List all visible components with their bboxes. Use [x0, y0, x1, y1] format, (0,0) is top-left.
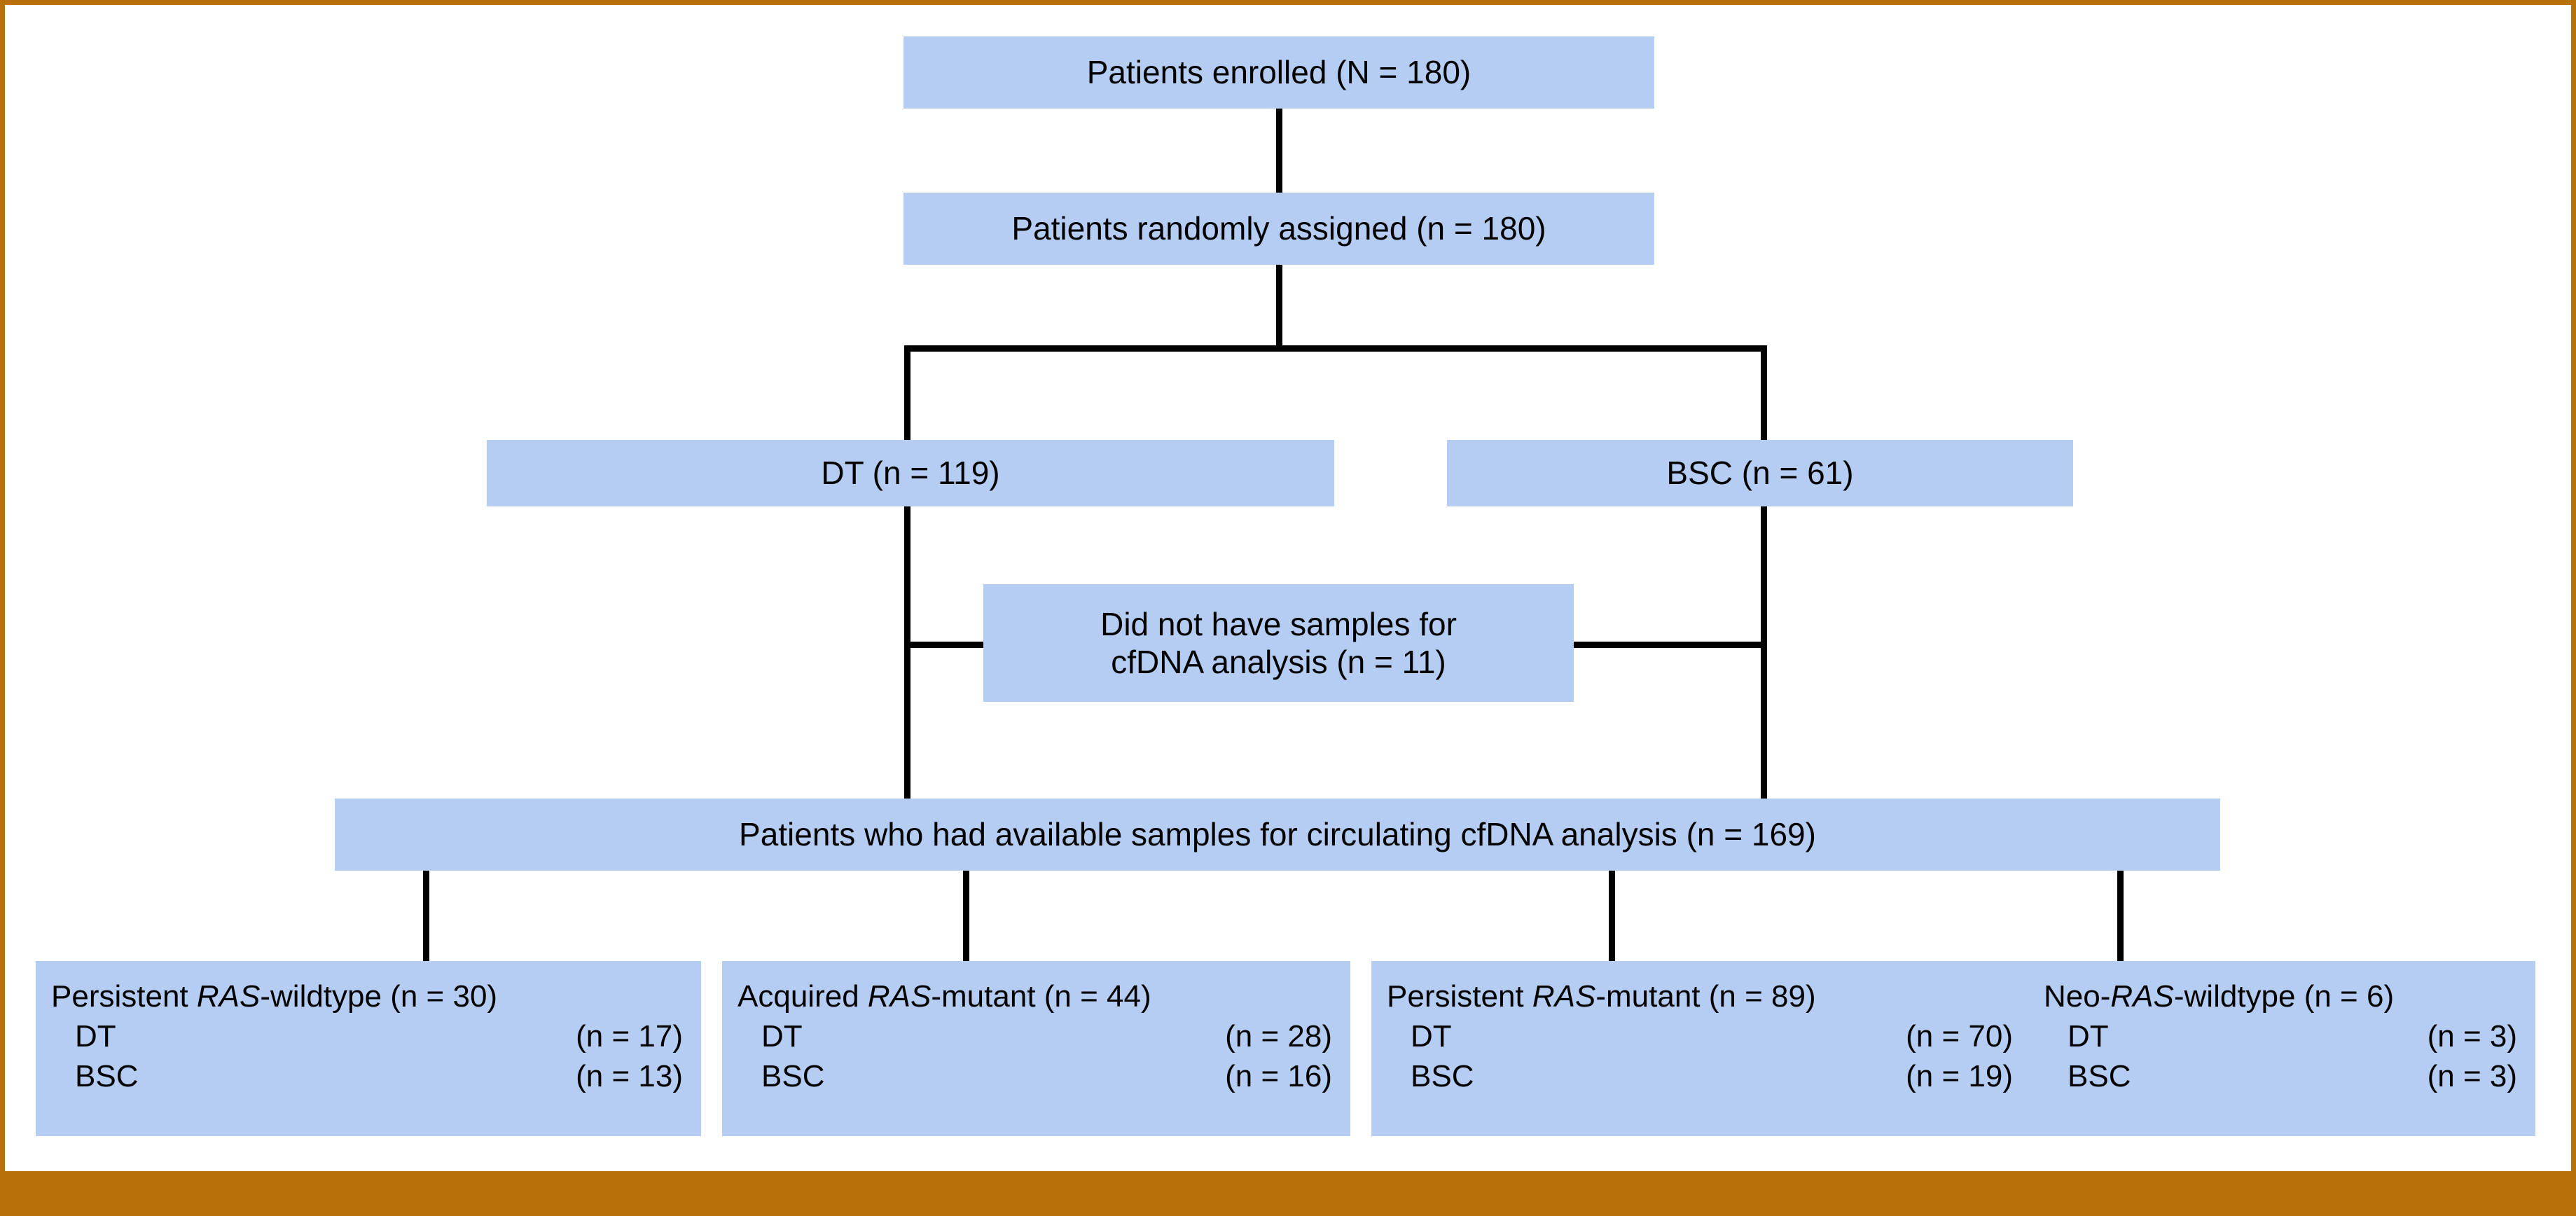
leaf-group-4-row-bsc-n: (n = 3): [2427, 1059, 2517, 1094]
leaf-group-3-row-dt: DT (n = 70): [1387, 1016, 2017, 1056]
leaf-group-2-row-bsc-arm: BSC: [761, 1059, 825, 1094]
node-patients-enrolled: Patients enrolled (N = 180): [903, 36, 1654, 109]
leaf-group-2-title-prefix: Acquired: [738, 979, 868, 1014]
leaf-group-4-title: Neo-RAS-wildtype (n = 6): [2044, 976, 2521, 1016]
leaf-group-1-row-dt-n: (n = 17): [576, 1019, 683, 1054]
leaf-group-3-title-suffix: -mutant (n = 89): [1595, 979, 1816, 1014]
leaf-group-1-title: Persistent RAS-wildtype (n = 30): [51, 976, 687, 1016]
node-patients-with-available-samples-label: Patients who had available samples for c…: [739, 816, 1816, 853]
leaf-group-2-row-bsc-n: (n = 16): [1225, 1059, 1332, 1094]
connector-analyzed-to-group-2: [963, 871, 969, 962]
node-no-samples-for-cfdna: Did not have samples for cfDNA analysis …: [983, 584, 1574, 702]
node-patients-randomly-assigned: Patients randomly assigned (n = 180): [903, 193, 1654, 265]
leaf-group-3-gene: RAS: [1532, 979, 1596, 1014]
node-arm-bsc-label: BSC (n = 61): [1666, 455, 1854, 492]
leaf-group-2-row-dt-arm: DT: [761, 1019, 803, 1054]
leaf-group-4-title-prefix: Neo-: [2044, 979, 2111, 1014]
leaf-group-2-title-suffix: -mutant (n = 44): [931, 979, 1151, 1014]
connector-randomized-down: [1276, 265, 1282, 350]
leaf-group-3-row-bsc-arm: BSC: [1411, 1059, 1474, 1094]
connector-bsc-to-analyzed: [1761, 506, 1767, 801]
leaf-group-3-row-dt-n: (n = 70): [1906, 1019, 2013, 1054]
leaf-group-2-row-bsc: BSC (n = 16): [738, 1056, 1336, 1096]
node-patients-randomly-assigned-label: Patients randomly assigned (n = 180): [1011, 210, 1546, 247]
leaf-group-persistent-ras-mutant: Persistent RAS-mutant (n = 89) DT (n = 7…: [1371, 961, 2031, 1136]
leaf-group-3-row-bsc-n: (n = 19): [1906, 1059, 2013, 1094]
leaf-group-acquired-ras-mutant: Acquired RAS-mutant (n = 44) DT (n = 28)…: [722, 961, 1350, 1136]
leaf-group-4-row-dt-n: (n = 3): [2427, 1019, 2517, 1054]
connector-split-left-drop: [904, 345, 910, 450]
leaf-group-4-row-dt-arm: DT: [2068, 1019, 2109, 1054]
leaf-group-1-row-bsc: BSC (n = 13): [51, 1056, 687, 1096]
node-arm-dt: DT (n = 119): [487, 440, 1334, 506]
leaf-group-2-row-dt: DT (n = 28): [738, 1016, 1336, 1056]
bottom-accent-bar: [0, 1171, 2576, 1216]
connector-dt-to-excluded: [904, 642, 988, 648]
connector-dt-to-analyzed: [904, 506, 910, 801]
leaf-group-3-row-bsc: BSC (n = 19): [1387, 1056, 2017, 1096]
node-patients-enrolled-label: Patients enrolled (N = 180): [1086, 54, 1471, 91]
node-no-samples-line-1: Did not have samples for: [1100, 605, 1457, 642]
leaf-group-1-title-suffix: -wildtype (n = 30): [260, 979, 498, 1014]
leaf-group-4-row-bsc-arm: BSC: [2068, 1059, 2131, 1094]
connector-split-bar: [904, 345, 1767, 352]
leaf-group-4-row-dt: DT (n = 3): [2044, 1016, 2521, 1056]
connector-analyzed-to-group-3: [1609, 871, 1615, 962]
node-patients-with-available-samples: Patients who had available samples for c…: [335, 799, 2220, 871]
leaf-group-persistent-ras-wildtype: Persistent RAS-wildtype (n = 30) DT (n =…: [36, 961, 701, 1136]
leaf-group-3-title: Persistent RAS-mutant (n = 89): [1387, 976, 2017, 1016]
node-arm-bsc: BSC (n = 61): [1447, 440, 2073, 506]
leaf-group-4-row-bsc: BSC (n = 3): [2044, 1056, 2521, 1096]
leaf-group-4-title-suffix: -wildtype (n = 6): [2173, 979, 2395, 1014]
connector-analyzed-to-group-4: [2117, 871, 2124, 962]
leaf-group-2-title: Acquired RAS-mutant (n = 44): [738, 976, 1336, 1016]
leaf-group-2-row-dt-n: (n = 28): [1225, 1019, 1332, 1054]
leaf-group-1-row-bsc-n: (n = 13): [576, 1059, 683, 1094]
leaf-group-3-row-dt-arm: DT: [1411, 1019, 1452, 1054]
leaf-group-1-row-dt-arm: DT: [75, 1019, 116, 1054]
connector-analyzed-to-group-1: [423, 871, 429, 962]
leaf-group-1-gene: RAS: [196, 979, 261, 1014]
leaf-group-1-row-bsc-arm: BSC: [75, 1059, 139, 1094]
connector-split-right-drop: [1761, 345, 1767, 450]
leaf-group-1-title-prefix: Persistent: [51, 979, 197, 1014]
leaf-group-4-gene: RAS: [2110, 979, 2174, 1014]
connector-enrolled-to-randomized: [1276, 109, 1282, 194]
leaf-group-1-row-dt: DT (n = 17): [51, 1016, 687, 1056]
connector-bsc-to-excluded: [1573, 642, 1767, 648]
leaf-group-neo-ras-wildtype: Neo-RAS-wildtype (n = 6) DT (n = 3) BSC …: [2028, 961, 2535, 1136]
leaf-group-3-title-prefix: Persistent: [1387, 979, 1532, 1014]
leaf-group-2-gene: RAS: [867, 979, 932, 1014]
node-arm-dt-label: DT (n = 119): [821, 455, 1000, 492]
node-no-samples-line-2: cfDNA analysis (n = 11): [1111, 644, 1446, 680]
